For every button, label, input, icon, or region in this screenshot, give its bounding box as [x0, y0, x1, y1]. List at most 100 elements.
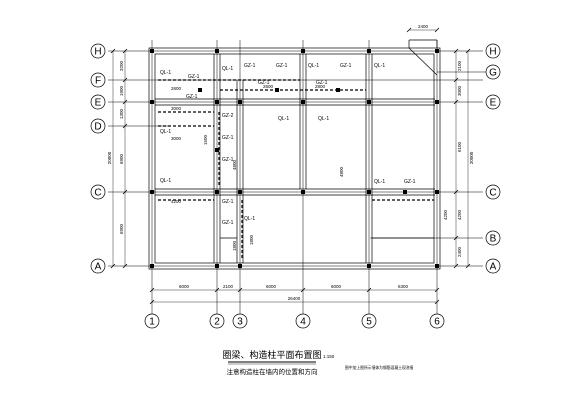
axis-bubble-bottom-1: 1	[144, 313, 160, 329]
dim-bottom-total: 26400	[288, 296, 301, 301]
dim-interior: 2600	[171, 86, 182, 91]
dim-right-1: 2100	[457, 60, 462, 71]
dim-right-total: 20000	[469, 151, 474, 164]
ql-label: QL-1	[278, 116, 289, 122]
svg-text:E: E	[490, 98, 497, 109]
column	[215, 148, 219, 152]
ql-label: QL-1	[160, 178, 171, 184]
dim-interior: 2800	[315, 84, 326, 89]
axis-bubble-left-d: D	[90, 118, 106, 134]
gz1-label: GZ-1	[222, 220, 234, 226]
dim-interior: 1500	[203, 134, 208, 145]
svg-text:1: 1	[149, 317, 155, 328]
column	[367, 100, 371, 104]
gz2-label: GZ-2	[222, 113, 234, 119]
dim-left-5: 6900	[119, 223, 124, 234]
dim-bottom-4: 6000	[331, 284, 342, 289]
column	[275, 88, 279, 92]
axis-bubble-right-a: A	[485, 258, 501, 274]
ql-label: QL-1	[160, 129, 171, 135]
column	[238, 190, 242, 194]
dim-interior: 4800	[339, 166, 344, 177]
svg-text:C: C	[489, 188, 496, 199]
drawing-subtitle: 注意构造柱在墙内的位置和方向	[227, 367, 318, 376]
gz1-label: GZ-1	[222, 135, 234, 141]
axis-bubble-bottom-2: 2	[209, 313, 225, 329]
dimension-lines	[112, 29, 469, 303]
ring-beams	[158, 79, 434, 260]
dim-bottom-3: 6000	[266, 284, 277, 289]
axis-bubble-left-e: E	[90, 94, 106, 110]
dim-interior: 4800	[232, 159, 237, 170]
dim-left-1: 3200	[119, 60, 124, 71]
ql-label: QL-1	[308, 63, 319, 69]
dim-left-total: 20000	[107, 151, 112, 164]
dim-left-2: 1900	[119, 85, 124, 96]
dim-interior: 4200	[443, 209, 448, 220]
gz1-label: GZ-1	[316, 80, 328, 86]
svg-text:E: E	[95, 98, 102, 109]
svg-text:3: 3	[237, 317, 243, 328]
column	[367, 49, 371, 53]
svg-text:A: A	[95, 262, 102, 273]
dim-right-5: 2400	[457, 246, 462, 257]
axis-bubble-bottom-4: 4	[295, 313, 311, 329]
dim-interior: 3000	[171, 136, 182, 141]
svg-text:6: 6	[434, 317, 440, 328]
column	[198, 88, 202, 92]
svg-text:D: D	[94, 122, 101, 133]
svg-text:H: H	[94, 47, 101, 58]
drawing-title: 圈梁、构造柱平面布置图	[222, 349, 321, 360]
dim-interior: 1800	[232, 240, 237, 251]
column	[301, 100, 305, 104]
ql-label: QL-1	[244, 216, 255, 222]
column	[301, 49, 305, 53]
column	[215, 264, 219, 268]
column	[150, 190, 154, 194]
drawing-scale: 1:150	[323, 354, 335, 359]
column	[435, 49, 439, 53]
svg-text:A: A	[490, 262, 497, 273]
element-labels: QL-1 QL-1 QL-1 QL-1 QL-1 QL-1 QL-1 QL-1 …	[160, 63, 416, 226]
gz1-label: GZ-1	[276, 63, 288, 69]
svg-text:4: 4	[300, 317, 306, 328]
axis-bubble-right-b: B	[485, 230, 501, 246]
column	[150, 264, 154, 268]
gz1-label: GZ-1	[222, 199, 234, 205]
dim-interior: 2600	[263, 84, 274, 89]
dim-interior: 1800	[249, 234, 254, 245]
dim-interior: 4200	[171, 199, 182, 204]
axis-bubble-right-g: G	[485, 64, 501, 80]
axis-bubble-bottom-3: 3	[232, 313, 248, 329]
dim-bottom-5: 6300	[398, 284, 409, 289]
axis-bubble-left-f: F	[90, 72, 106, 88]
axis-bubble-bottom-6: 6	[429, 313, 445, 329]
column	[435, 100, 439, 104]
ql-label: QL-1	[222, 66, 233, 72]
dim-bottom-2: 2100	[223, 284, 234, 289]
dim-right-3: 6100	[457, 141, 462, 152]
column	[238, 100, 242, 104]
column	[435, 190, 439, 194]
dim-bottom-1: 6000	[179, 284, 190, 289]
column	[215, 49, 219, 53]
axis-bubble-left-h: H	[90, 43, 106, 59]
dim-right-2: 3000	[457, 85, 462, 96]
axis-bubble-bottom-5: 5	[361, 313, 377, 329]
ql-label: QL-1	[160, 70, 171, 76]
drawing-note: 图中加上图所示墙体为钢筋混凝土现浇墙	[345, 365, 414, 370]
dim-right-4: 4200	[457, 209, 462, 220]
dim-interior: 3000	[171, 106, 182, 111]
columns	[150, 49, 439, 268]
walls	[148, 39, 441, 270]
column	[150, 100, 154, 104]
gz1-label: GZ-1	[340, 63, 352, 69]
svg-text:H: H	[489, 47, 496, 58]
gz1-label: GZ-1	[244, 63, 256, 69]
ql-label: QL-1	[374, 179, 385, 185]
gz1-label: GZ-1	[258, 80, 270, 86]
axis-bubble-left-c: C	[90, 184, 106, 200]
column	[215, 100, 219, 104]
ql-label: QL-1	[374, 63, 385, 69]
